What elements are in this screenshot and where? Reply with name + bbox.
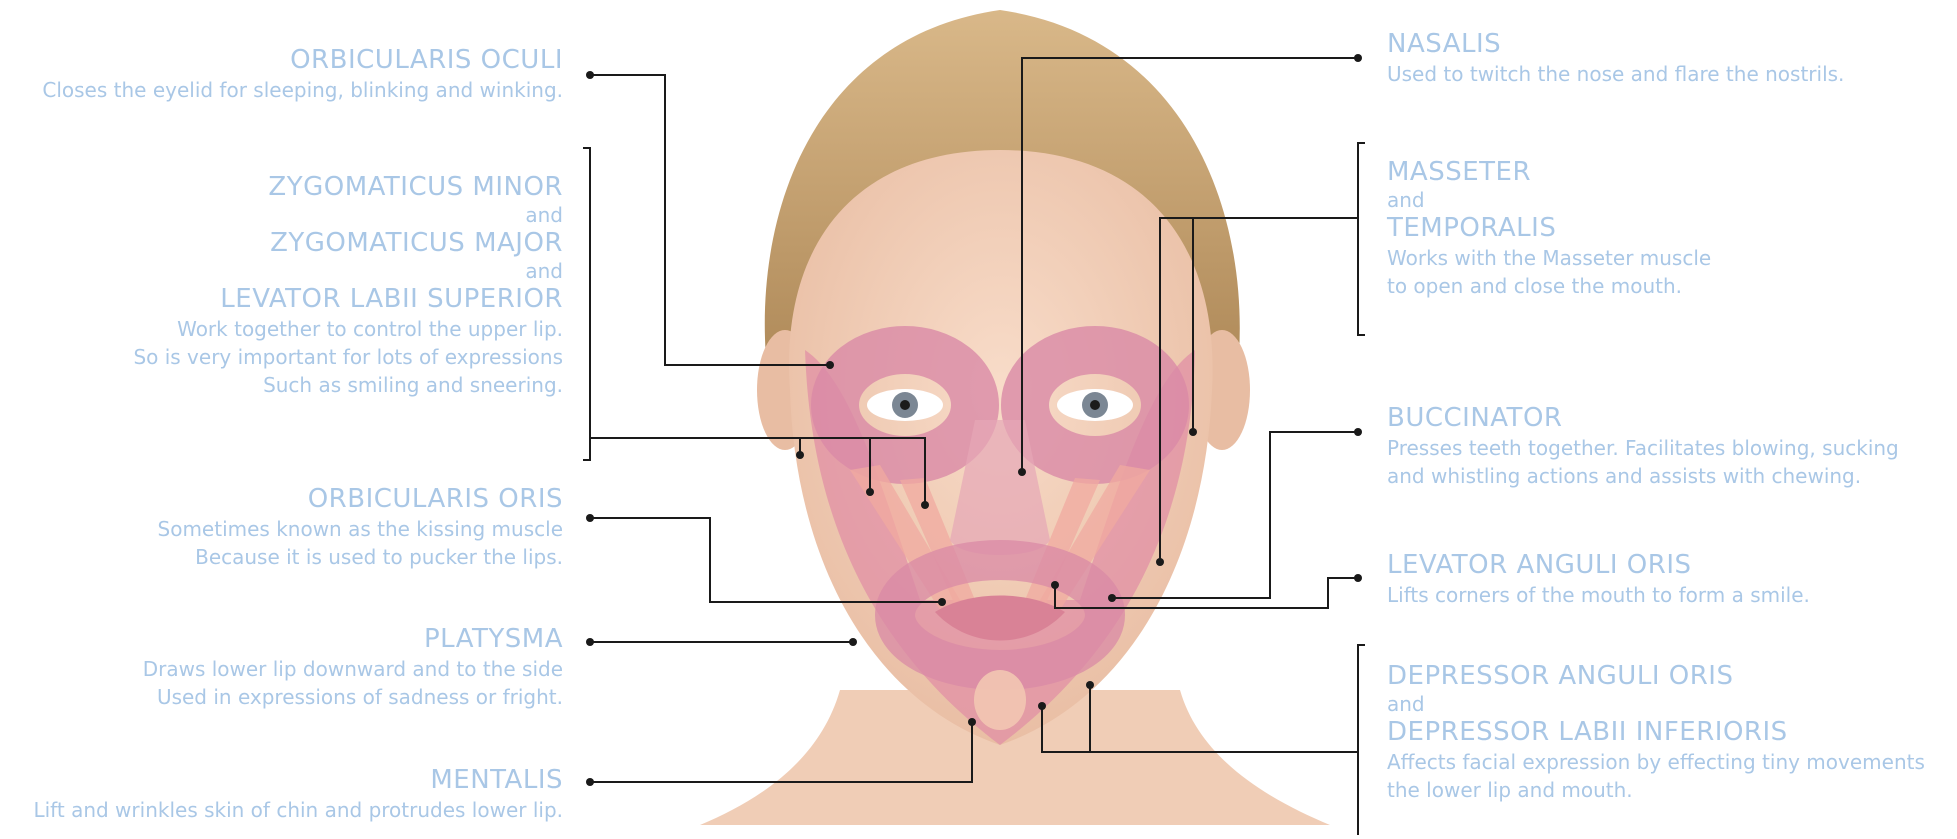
label-masseter-temporalis: MASSETER and TEMPORALIS Works with the M… <box>1387 156 1711 300</box>
chin <box>974 670 1026 730</box>
desc-2: and whistling actions and assists with c… <box>1387 462 1899 490</box>
title-1: ZYGOMATICUS MINOR <box>133 171 563 203</box>
label-orbicularis-oris: ORBICULARIS ORIS Sometimes known as the … <box>158 483 563 571</box>
and: and <box>1387 188 1711 212</box>
title: NASALIS <box>1387 28 1844 60</box>
label-zygomaticus: ZYGOMATICUS MINOR and ZYGOMATICUS MAJOR … <box>133 171 563 399</box>
desc-1: Draws lower lip downward and to the side <box>143 655 563 683</box>
desc-2: the lower lip and mouth. <box>1387 776 1925 804</box>
and-2: and <box>133 259 563 283</box>
desc-1: Works with the Masseter muscle <box>1387 244 1711 272</box>
desc-1: Work together to control the upper lip. <box>133 315 563 343</box>
desc-1: Sometimes known as the kissing muscle <box>158 515 563 543</box>
label-buccinator: BUCCINATOR Presses teeth together. Facil… <box>1387 402 1899 490</box>
and: and <box>1387 692 1925 716</box>
desc-2: Used in expressions of sadness or fright… <box>143 683 563 711</box>
title-2: TEMPORALIS <box>1387 212 1711 244</box>
title: ORBICULARIS OCULI <box>42 44 563 76</box>
title-2: DEPRESSOR LABII INFERIORIS <box>1387 716 1925 748</box>
description: Closes the eyelid for sleeping, blinking… <box>42 76 563 104</box>
desc-3: Such as smiling and sneering. <box>133 371 563 399</box>
label-depressor: DEPRESSOR ANGULI ORIS and DEPRESSOR LABI… <box>1387 660 1925 804</box>
title-3: LEVATOR LABII SUPERIOR <box>133 283 563 315</box>
description: Used to twitch the nose and flare the no… <box>1387 60 1844 88</box>
description: Lifts corners of the mouth to form a smi… <box>1387 581 1810 609</box>
title: PLATYSMA <box>143 623 563 655</box>
title: BUCCINATOR <box>1387 402 1899 434</box>
label-nasalis: NASALIS Used to twitch the nose and flar… <box>1387 28 1844 88</box>
title: ORBICULARIS ORIS <box>158 483 563 515</box>
desc-2: So is very important for lots of express… <box>133 343 563 371</box>
title: LEVATOR ANGULI ORIS <box>1387 549 1810 581</box>
label-platysma: PLATYSMA Draws lower lip downward and to… <box>143 623 563 711</box>
label-mentalis: MENTALIS Lift and wrinkles skin of chin … <box>33 764 563 824</box>
title: MENTALIS <box>33 764 563 796</box>
label-levator-anguli-oris: LEVATOR ANGULI ORIS Lifts corners of the… <box>1387 549 1810 609</box>
desc-1: Affects facial expression by effecting t… <box>1387 748 1925 776</box>
title-1: DEPRESSOR ANGULI ORIS <box>1387 660 1925 692</box>
title-2: ZYGOMATICUS MAJOR <box>133 227 563 259</box>
title-1: MASSETER <box>1387 156 1711 188</box>
desc-2: Because it is used to pucker the lips. <box>158 543 563 571</box>
and-1: and <box>133 203 563 227</box>
desc-1: Presses teeth together. Facilitates blow… <box>1387 434 1899 462</box>
label-orbicularis-oculi: ORBICULARIS OCULI Closes the eyelid for … <box>42 44 563 104</box>
desc-2: to open and close the mouth. <box>1387 272 1711 300</box>
description: Lift and wrinkles skin of chin and protr… <box>33 796 563 824</box>
